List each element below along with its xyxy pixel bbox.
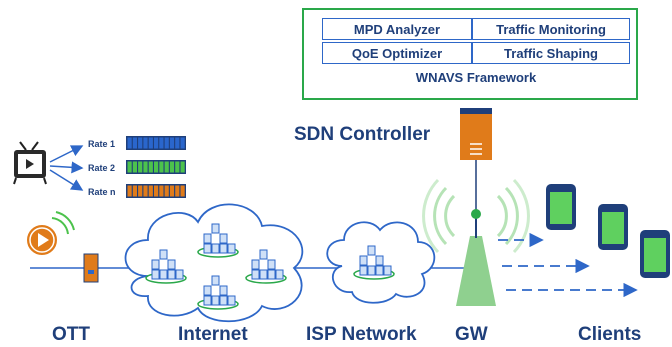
qoe-optimizer-cell: QoE Optimizer — [322, 42, 472, 64]
building-icon — [245, 249, 287, 284]
building-icon — [353, 245, 395, 280]
traffic-monitoring-cell: Traffic Monitoring — [472, 18, 630, 40]
rate-n-arrow — [49, 169, 84, 191]
ott-server-icon — [83, 253, 99, 283]
ott-label: OTT — [52, 324, 90, 345]
rate-n-bar — [126, 184, 186, 198]
rate-1-bar — [126, 136, 186, 150]
building-clusters — [145, 223, 395, 310]
rate-2-arrow — [49, 161, 84, 174]
sdn-server-icon — [460, 108, 492, 160]
sdn-controller-label: SDN Controller — [294, 124, 431, 145]
phone-icon — [640, 230, 670, 278]
traffic-shaping-cell: Traffic Shaping — [472, 42, 630, 64]
mpd-analyzer-cell: MPD Analyzer — [322, 18, 472, 40]
building-icon — [197, 275, 239, 310]
rate-2-bar — [126, 160, 186, 174]
phone-icon — [598, 204, 628, 250]
rate-2-label: Rate 2 — [88, 163, 116, 173]
building-icon — [145, 249, 187, 284]
internet-cloud-icon — [124, 203, 304, 323]
internet-label: Internet — [178, 324, 248, 345]
gw-label: GW — [455, 324, 488, 345]
rate-n-label: Rate n — [88, 187, 116, 197]
isp-network-label: ISP Network — [306, 324, 417, 345]
tv-icon — [13, 141, 47, 185]
clients-label: Clients — [578, 324, 642, 345]
play-icon — [25, 211, 75, 257]
phone-icon — [546, 184, 576, 230]
rate-1-arrow — [49, 145, 84, 163]
rate-1-label: Rate 1 — [88, 139, 116, 149]
antenna-icon — [422, 178, 530, 306]
building-icon — [197, 223, 239, 258]
framework-title: WNAVS Framework — [415, 70, 537, 85]
